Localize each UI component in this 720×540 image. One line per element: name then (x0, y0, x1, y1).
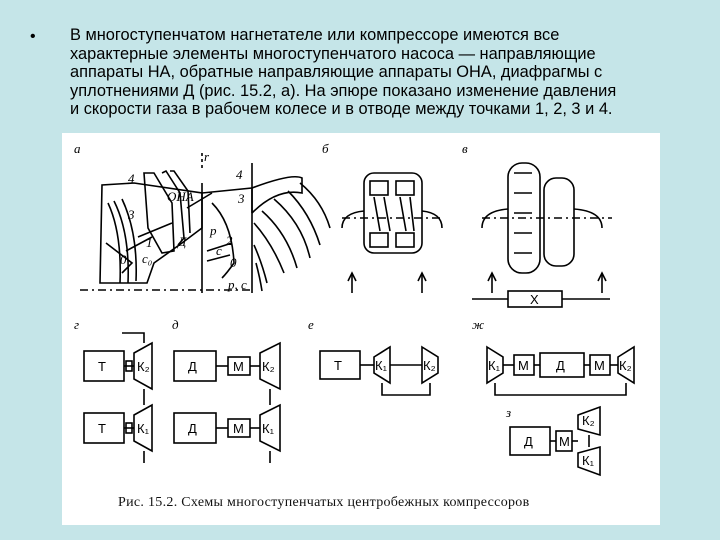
engine-d-label: Д (188, 359, 197, 374)
panel-label-g: г (74, 317, 79, 332)
compressor-k2-label: К₂ (582, 413, 595, 428)
slide-body-text: В многоступенчатом нагнетателе или компр… (70, 26, 680, 119)
text-line: В многоступенчатом нагнетателе или компр… (70, 26, 560, 44)
point-4-label: 4 (128, 171, 135, 186)
figure-caption: Рис. 15.2. Схемы многоступенчатых центро… (118, 495, 530, 510)
compressor-k1-label: К₁ (375, 358, 388, 373)
axis-r-label: r (204, 149, 210, 164)
point-3-label: 3 (237, 191, 245, 206)
text-line: аппараты НА, обратные направляющие аппар… (70, 63, 603, 81)
bullet-marker: • (30, 28, 36, 45)
panel-label-v: в (462, 141, 468, 156)
compressor-k2-label: К₂ (137, 359, 150, 374)
turbine-label: Т (98, 421, 106, 436)
text-line: уплотнениями Д (рис. 15.2, а). На эпюре … (70, 81, 617, 100)
gearbox-m-label: М (559, 434, 570, 449)
gearbox-m-label: М (594, 358, 605, 373)
engine-d-label: Д (556, 358, 565, 373)
panel-label-d: д (172, 317, 179, 332)
x-label: Х (530, 292, 539, 307)
point-0-label: 0 (230, 255, 237, 270)
ona-label: ОНА (167, 189, 194, 204)
text-line: характерные элементы многоступенчатого н… (70, 44, 596, 63)
text-line: и скорости газа в рабочем колесе и в отв… (70, 100, 613, 118)
c0-label: c₀ (142, 251, 152, 266)
gearbox-m-label: М (233, 421, 244, 436)
point-3-label: 3 (127, 207, 135, 222)
compressor-k1-label: К₁ (262, 421, 275, 436)
p-label: p (209, 223, 217, 238)
compressor-k2-label: К₂ (423, 358, 436, 373)
c-label: c (216, 243, 222, 258)
compressor-k1-label: К₁ (582, 453, 595, 468)
point-1-label: 1 (146, 235, 153, 250)
panel-label-z: з (505, 405, 511, 420)
point-2-label: 2 (226, 233, 233, 248)
gearbox-m-label: М (233, 359, 244, 374)
panel-label-zh: ж (472, 317, 484, 332)
figure-drawing: а б в г д е ж з r ОНА Д р, с p c 4 4 3 3… (74, 141, 635, 477)
turbine-label: Т (334, 358, 342, 373)
engine-d-label: Д (188, 421, 197, 436)
compressor-k2-label: К₂ (619, 358, 632, 373)
panel-label-a: а (74, 141, 81, 156)
pc-axis-label: р, с (227, 277, 247, 292)
engine-d-label: Д (524, 434, 533, 449)
turbine-label: Т (98, 359, 106, 374)
point-4-label: 4 (236, 167, 243, 182)
compressor-k1-label: К₁ (137, 421, 150, 436)
figure-compressor-schemes: а б в г д е ж з r ОНА Д р, с p c 4 4 3 3… (62, 133, 660, 525)
panel-label-b: б (322, 141, 329, 156)
d-label: Д (176, 234, 187, 249)
gearbox-m-label: М (518, 358, 529, 373)
compressor-k1-label: К₁ (488, 358, 501, 373)
point-0-label: 0 (120, 252, 127, 267)
panel-label-e: е (308, 317, 314, 332)
compressor-k2-label: К₂ (262, 359, 275, 374)
